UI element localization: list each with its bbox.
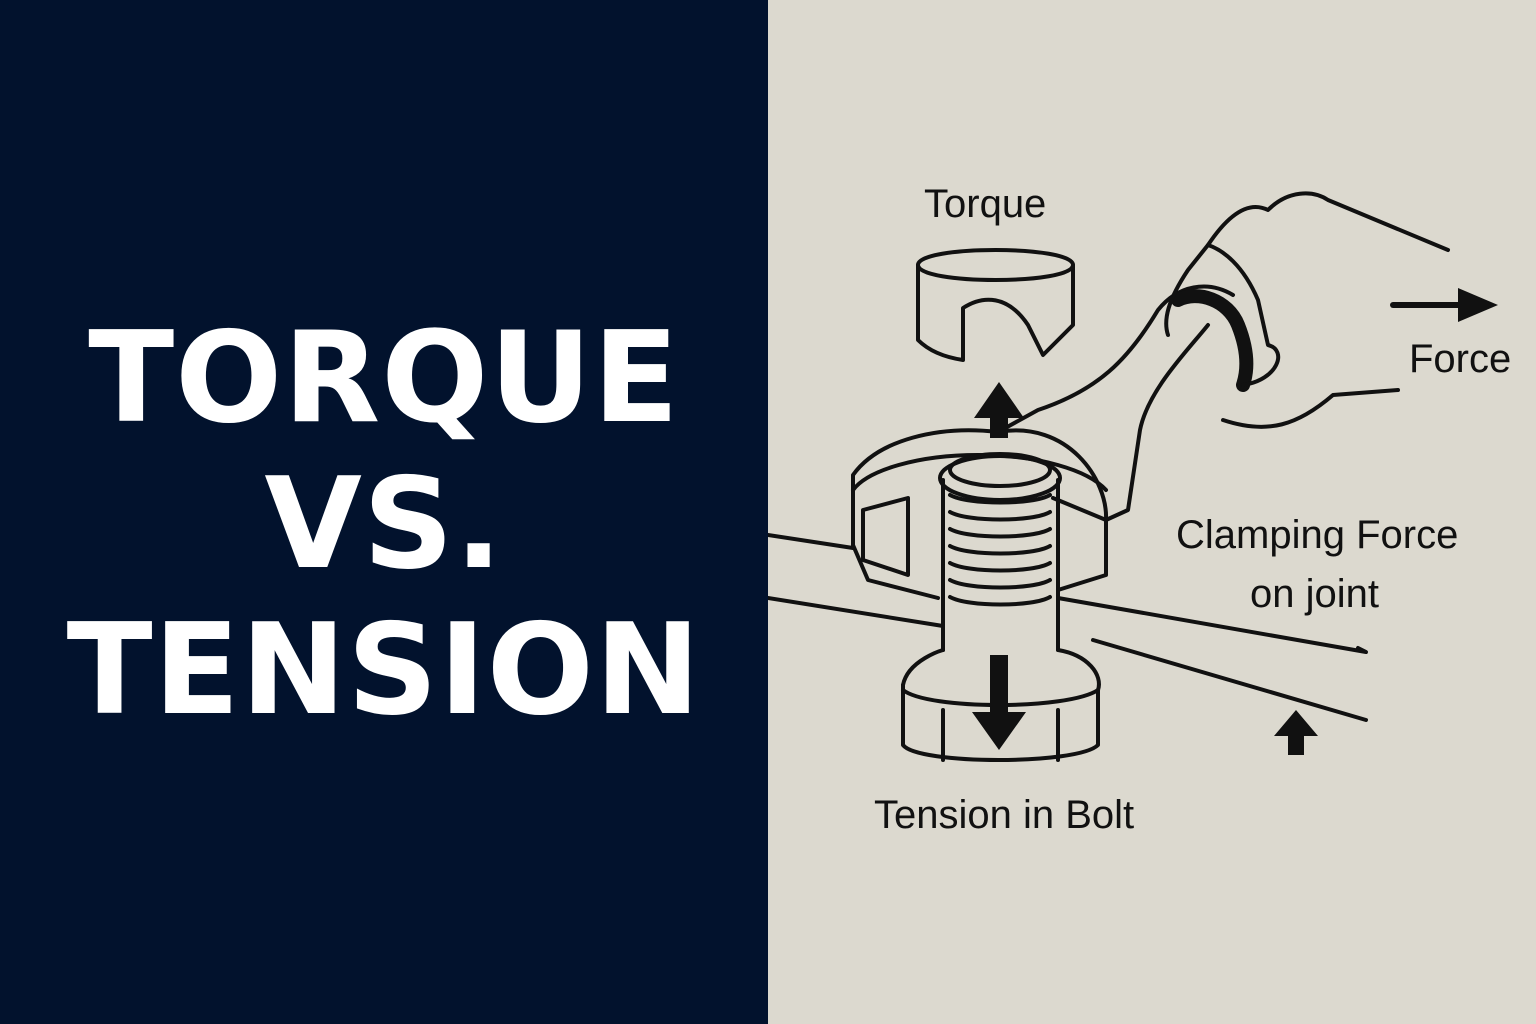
bolt-diagram xyxy=(768,191,1498,762)
force-arrow-icon xyxy=(1390,288,1498,322)
torque-label: Torque xyxy=(924,182,1047,226)
title-line-1: TORQUE xyxy=(88,304,680,451)
clamping-label-line1: Clamping Force xyxy=(1176,513,1459,557)
page-title: TORQUE VS. TENSION xyxy=(0,305,768,743)
clamp-arrow-icon xyxy=(1274,710,1318,755)
clamping-label-line2: on joint xyxy=(1250,572,1379,616)
diagram-panel: Torque Force Clamping Force on joint Ten… xyxy=(768,0,1536,1024)
title-line-3: TENSION xyxy=(66,596,702,743)
tension-label: Tension in Bolt xyxy=(874,793,1135,837)
bolt-icon xyxy=(938,452,1062,652)
down-arrow-icon xyxy=(972,655,1026,750)
joint-plates xyxy=(768,533,1368,722)
up-arrow-icon xyxy=(974,382,1024,438)
force-label: Force xyxy=(1409,337,1512,381)
hand-icon xyxy=(1164,191,1450,429)
torque-rotation-icon xyxy=(916,248,1075,362)
title-panel: TORQUE VS. TENSION xyxy=(0,0,768,1024)
title-line-2: VS. xyxy=(264,450,504,597)
